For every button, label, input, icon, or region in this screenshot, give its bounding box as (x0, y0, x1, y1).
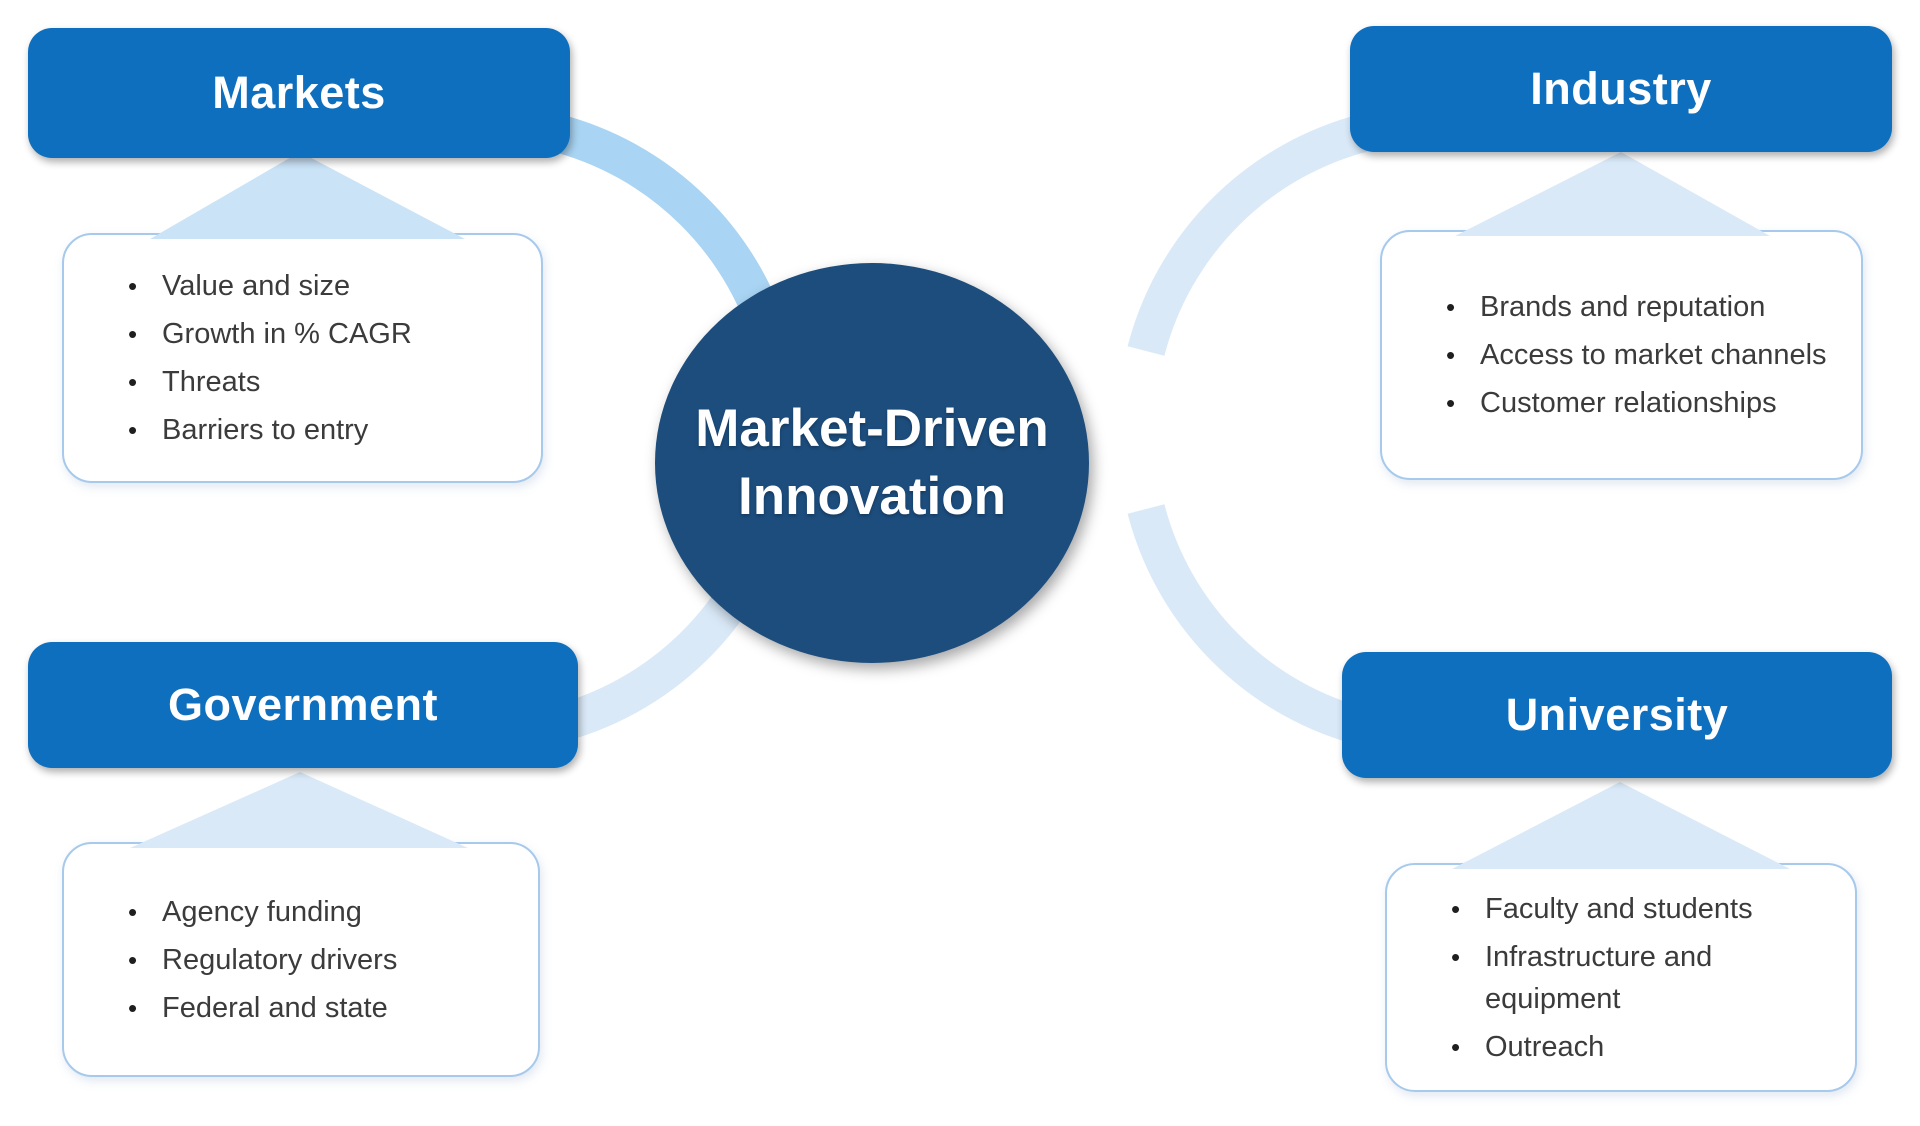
industry-bullet-1: Brands and reputation (1480, 291, 1766, 323)
government-callout-pointer (130, 772, 468, 848)
university-bullet-3: Outreach (1485, 1030, 1605, 1063)
node-markets-label: Markets (212, 67, 386, 118)
bullet-icon: • (1446, 292, 1456, 322)
center-title-line-1: Market-Driven (695, 399, 1049, 459)
university-bullet-2: Infrastructure and equipment (1485, 940, 1713, 1015)
bullet-icon: • (1451, 1031, 1461, 1062)
government-bullet-1: Agency funding (162, 895, 362, 928)
markets-bullet-2: Growth in % CAGR (162, 318, 412, 350)
government-bullet-2: Regulatory drivers (162, 943, 398, 976)
markets-bullet-3: Threats (162, 366, 261, 398)
industry-callout-pointer (1455, 152, 1770, 236)
bullet-icon: • (128, 271, 138, 301)
list-item: • Barriers to entry (128, 409, 517, 451)
list-item: • Threats (128, 361, 517, 403)
center-title-line-2: Innovation (738, 467, 1006, 526)
bullet-icon: • (128, 896, 138, 927)
government-callout: • Agency funding • Regulatory drivers • … (62, 842, 540, 1077)
list-item: • Access to market channels (1446, 334, 1837, 376)
industry-callout: • Brands and reputation • Access to mark… (1380, 230, 1863, 480)
list-item: • Value and size (128, 265, 517, 307)
university-bullet-1: Faculty and students (1485, 892, 1753, 925)
university-callout-pointer (1452, 782, 1790, 869)
node-markets: Markets (28, 28, 570, 158)
list-item: • Brands and reputation (1446, 286, 1837, 328)
bullet-icon: • (1451, 893, 1461, 924)
government-bullet-3: Federal and state (162, 991, 388, 1024)
bullet-icon: • (128, 944, 138, 975)
list-item: • Regulatory drivers (128, 939, 514, 981)
list-item: • Outreach (1451, 1026, 1831, 1068)
bullet-icon: • (1446, 388, 1456, 418)
node-government-label: Government (167, 679, 439, 730)
markets-callout-pointer (150, 152, 465, 239)
list-item: • Faculty and students (1451, 888, 1831, 930)
list-item: • Agency funding (128, 891, 514, 933)
node-university-label: University (1505, 689, 1729, 740)
arc-university-to-center (1127, 504, 1372, 747)
bullet-icon: • (128, 992, 138, 1023)
center-ellipse: Market-Driven Innovation (655, 263, 1089, 663)
markets-bullet-4: Barriers to entry (162, 414, 369, 446)
list-item: • Customer relationships (1446, 382, 1837, 424)
bullet-icon: • (1451, 941, 1461, 972)
university-callout: • Faculty and students • Infrastructure … (1385, 863, 1857, 1092)
markets-callout: • Value and size • Growth in % CAGR • Th… (62, 233, 543, 483)
list-item: • Federal and state (128, 987, 514, 1029)
node-university: University (1342, 652, 1892, 778)
bullet-icon: • (128, 319, 138, 349)
industry-bullet-3: Customer relationships (1480, 387, 1777, 419)
markets-bullet-1: Value and size (162, 270, 351, 302)
bullet-icon: • (128, 415, 138, 445)
list-item: • Growth in % CAGR (128, 313, 517, 355)
node-government: Government (28, 642, 578, 768)
bullet-icon: • (1446, 340, 1456, 370)
bullet-icon: • (128, 367, 138, 397)
arc-industry-to-center (1127, 113, 1372, 356)
node-industry: Industry (1350, 26, 1892, 152)
node-industry-label: Industry (1530, 63, 1712, 114)
list-item: • Infrastructure and equipment (1451, 936, 1831, 1020)
industry-bullet-2: Access to market channels (1480, 339, 1827, 371)
